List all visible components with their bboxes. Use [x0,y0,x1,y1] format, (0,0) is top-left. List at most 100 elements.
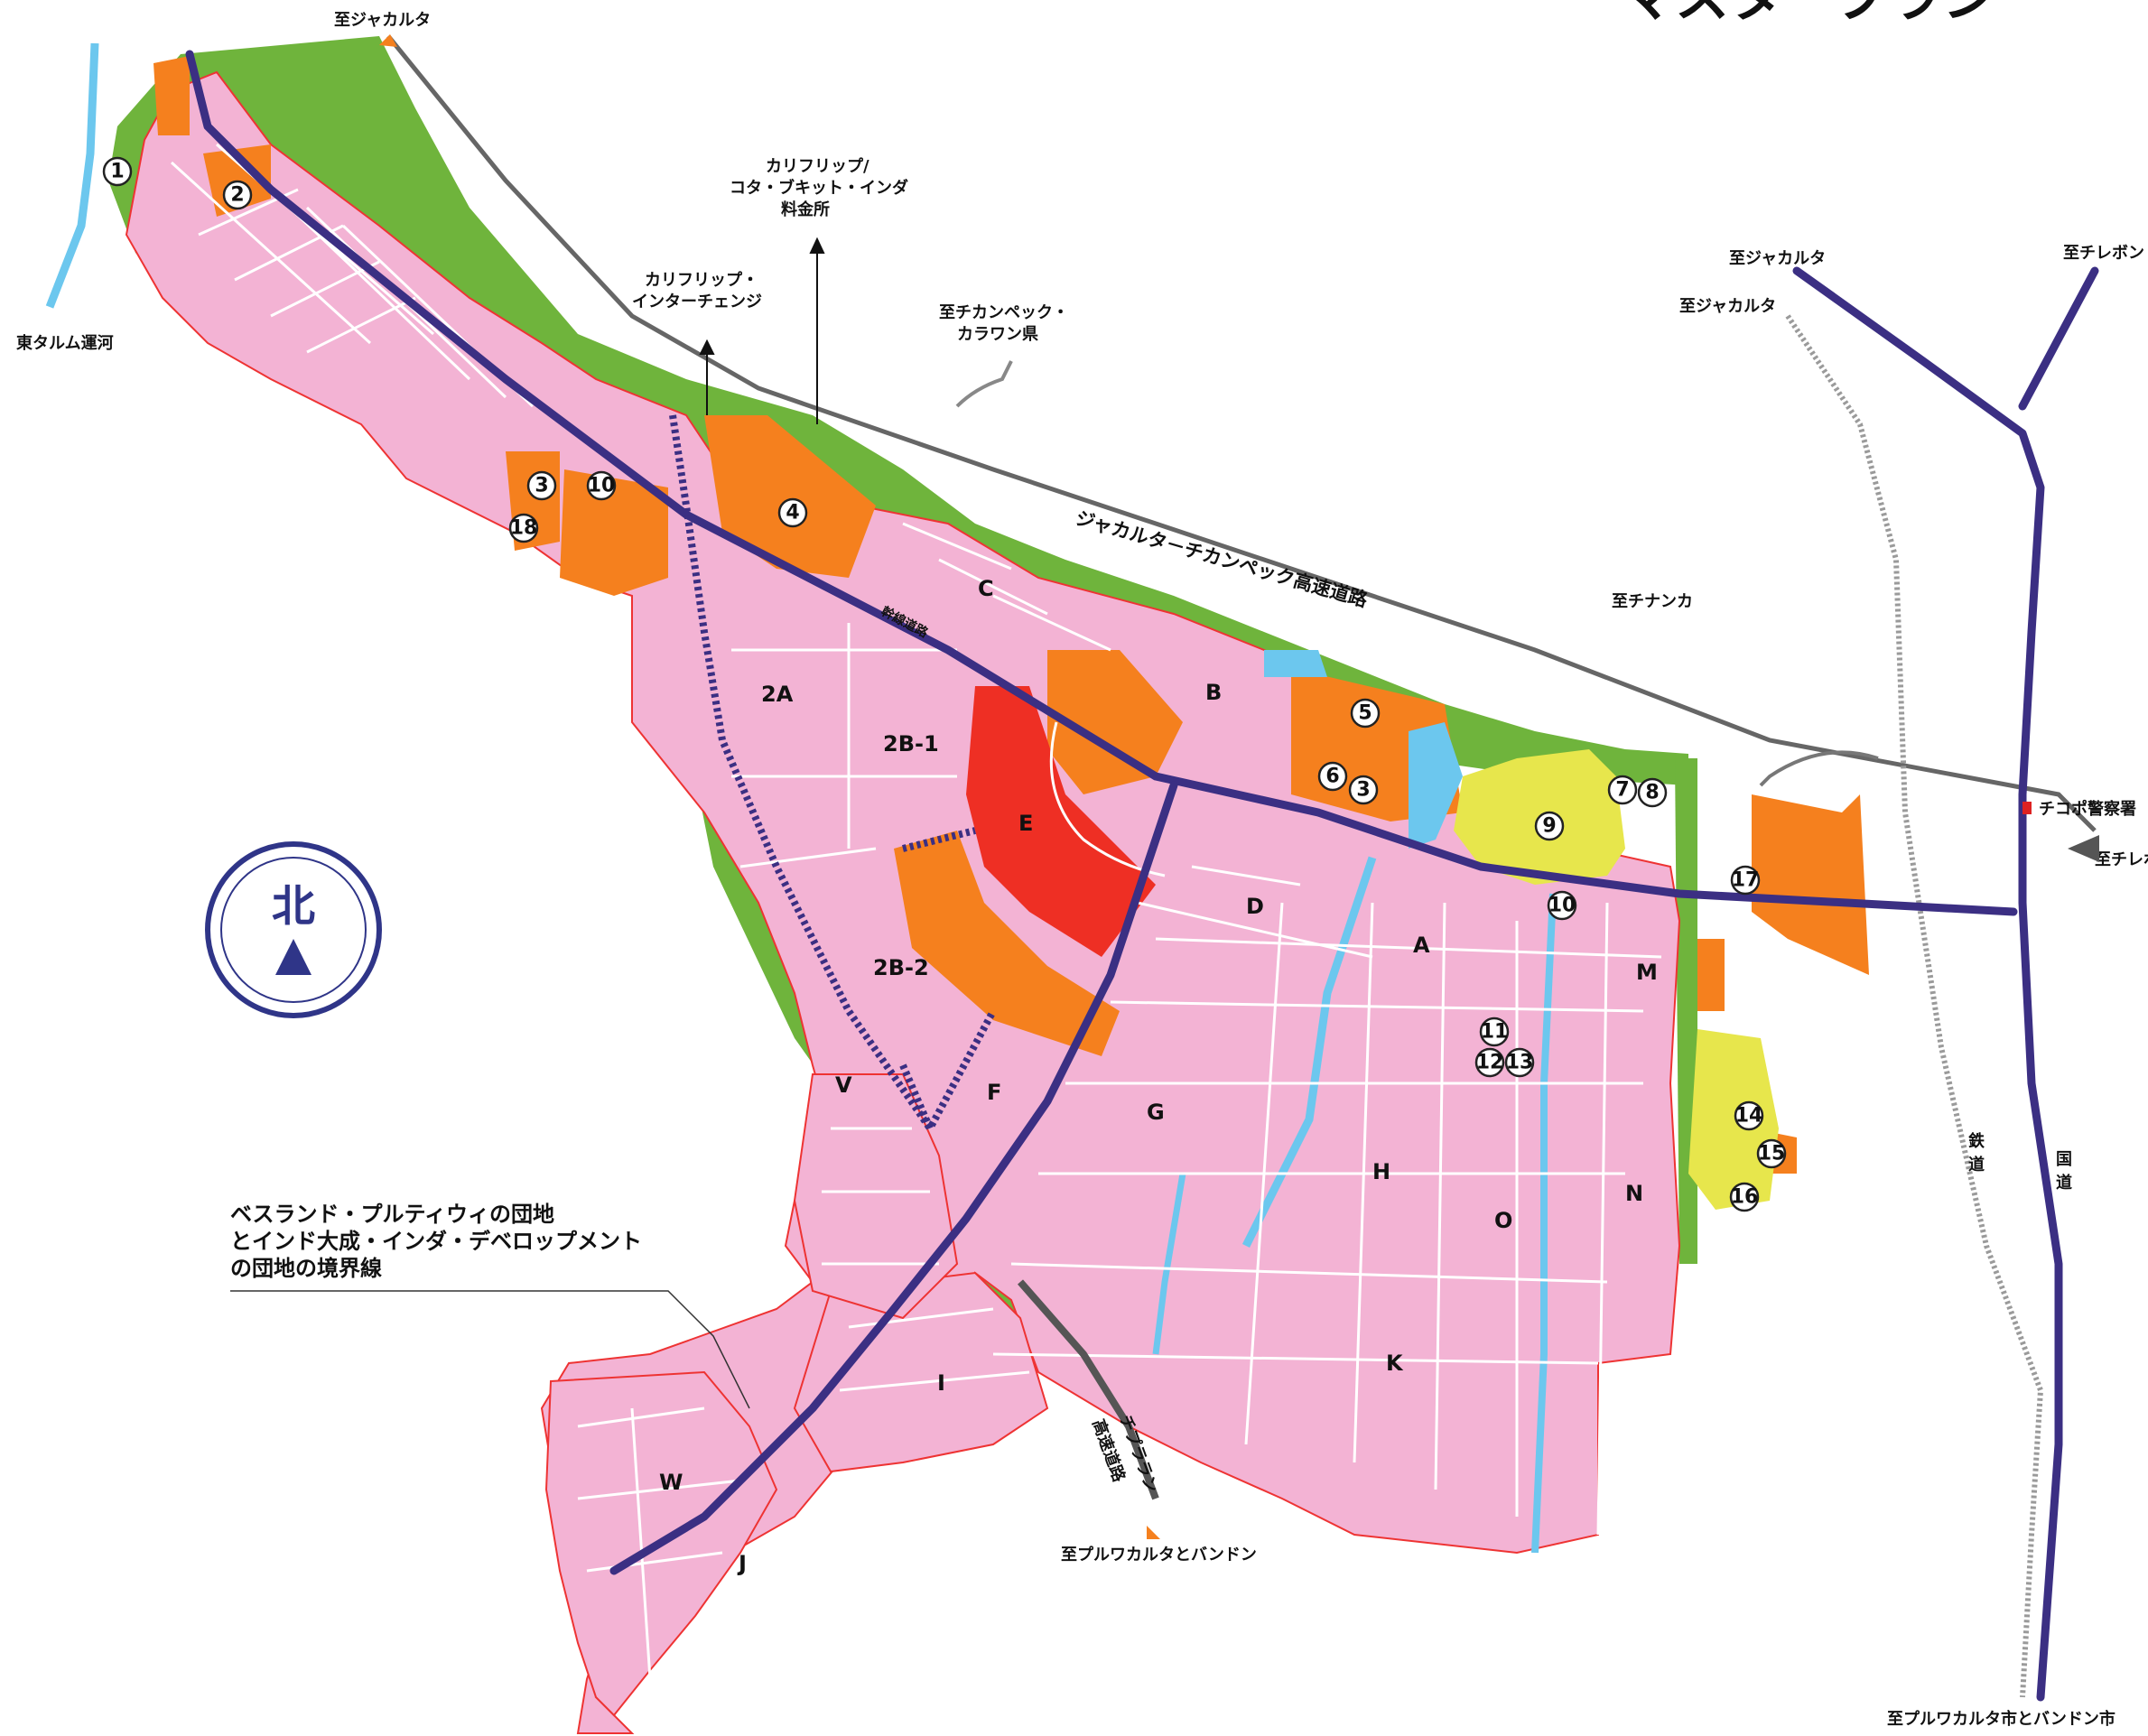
facility-marker: 6 [1317,761,1348,792]
svg-text:17: 17 [1732,869,1760,892]
lake [1409,722,1463,849]
secondary-highway [609,781,1178,1575]
dest-cikampek-1: 至チカンペック・ [939,303,1069,322]
facility-marker: 4 [777,497,808,528]
svg-text:13: 13 [1506,1052,1534,1074]
zone-label: O [1494,1208,1512,1233]
svg-text:14: 14 [1735,1105,1763,1128]
facility-markers: 1 2 3 4 5 6 3 7 8 9 10 10 11 12 13 14 15… [102,156,1787,1212]
svg-text:2: 2 [230,184,244,207]
national-road [1792,266,2063,1702]
housing-zone-14-16 [1688,1029,1779,1210]
zone-label: N [1625,1181,1643,1206]
facility-marker: 11 [1479,1017,1510,1047]
facility-marker: 18 [508,513,539,543]
main-highways [185,50,2099,1702]
zone-label: D [1246,894,1264,919]
facility-marker: 10 [586,470,617,501]
railway-label-2: 道 [1968,1155,1985,1174]
police-label: チコポ警察署 [2039,799,2136,819]
plot-grid [170,143,1662,1680]
channel-low [1152,1173,1186,1355]
svg-text:11: 11 [1481,1021,1509,1044]
facility-marker: 12 [1474,1047,1505,1078]
tollgate-label-2: コタ・ブキット・インダ [730,178,908,198]
channel-right [1531,893,1557,1554]
zone-label: K [1386,1351,1404,1376]
trunk-road [185,50,2018,916]
facility-marker: 8 [1637,777,1668,808]
dest-jakarta-right1: 至ジャカルタ [1729,249,1826,268]
green-right-strip [1675,758,1697,1264]
svg-text:12: 12 [1476,1052,1504,1074]
dest-cinanka: 至チナンカ [1612,592,1693,611]
police-marker-icon [2022,802,2032,814]
svg-text:6: 6 [1325,766,1339,788]
interchange-label-1: カリフリップ・ [645,270,758,290]
svg-text:1: 1 [110,161,124,183]
svg-text:3: 3 [535,475,548,497]
facility-marker: 14 [1734,1100,1764,1131]
facility-marker: 9 [1534,811,1565,841]
map-title: マスタープラン [1621,0,1996,30]
north-arrow-icon [275,939,312,975]
zone-label: C [978,576,994,601]
commercial-zone-top-left [153,56,190,135]
area-i [793,1271,1049,1473]
national-road-label-1: 国 [2056,1150,2072,1169]
central-zone-e [966,686,1156,957]
svg-text:3: 3 [1356,779,1370,802]
dest-jakarta-top: 至ジャカルタ [334,11,431,30]
pond-b [1264,650,1327,677]
svg-text:9: 9 [1542,815,1556,838]
zone-label: G [1147,1100,1165,1125]
svg-text:16: 16 [1731,1186,1759,1209]
commercial-zone-centre-top [1047,650,1183,794]
facility-marker: 17 [1730,865,1761,896]
compass-label: 北 [272,881,315,932]
boundary-note-line: の団地の境界線 [230,1256,382,1281]
dest-purwakarta-city: 至プルワカルタ市とバンドン市 [1887,1709,2115,1729]
dest-jakarta-right2: 至ジャカルタ [1679,297,1776,316]
national-road-label-2: 道 [2056,1173,2072,1193]
east-tarum-canal [45,42,99,309]
boundary-note: ベスランド・プルティウィの団地 とインド大成・インダ・デベロップメント の団地の… [230,1201,700,1282]
tollgate-label-1: カリフリップ/ [766,156,869,176]
facility-marker: 1 [102,156,133,187]
railway [386,34,2097,1698]
zone-label: W [659,1470,683,1495]
zone-label: H [1372,1159,1390,1184]
svg-text:7: 7 [1615,779,1629,802]
svg-text:4: 4 [786,502,799,525]
central-zone-e-arc [1049,721,1166,877]
zone-label: E [1018,811,1033,836]
facility-marker: 16 [1729,1182,1760,1212]
svg-text:15: 15 [1758,1143,1786,1165]
svg-text:18: 18 [510,517,538,540]
dest-cirebon-arrow: 至チレボ [2095,850,2148,869]
facility-marker: 7 [1607,775,1638,805]
zone-label: J [737,1551,747,1576]
zone-label: 2B-1 [883,731,939,757]
commercial-zone-15 [1697,939,1725,1011]
facility-marker: 2 [222,180,253,210]
zone-label: A [1413,933,1430,958]
destination-labels: 至ジャカルタ 至チカンペック・ カラワン県 至ジャカルタ 至ジャカルタ 至チレボ… [334,11,2148,1729]
boundary-note-line: ベスランド・プルティウィの団地 [230,1202,555,1227]
svg-text:10: 10 [588,475,616,497]
facility-marker: 3 [1348,775,1379,805]
facility-marker: 5 [1350,698,1381,729]
dest-cirebon-right: 至チレボン [2063,244,2144,263]
dotted-boundary-2 [899,827,997,1137]
svg-text:8: 8 [1645,782,1659,804]
dest-cikampek-2: カラワン県 [957,325,1038,344]
zone-label: I [937,1370,945,1396]
commercial-zone-centre-arc [894,831,1120,1056]
zone-label: B [1205,680,1222,705]
facility-marker: 10 [1547,890,1577,921]
svg-text:10: 10 [1548,895,1576,917]
interchange-arrow-icon [699,339,715,415]
facility-marker: 13 [1504,1047,1535,1078]
interchange-label-2: インターチェンジ [632,292,762,311]
